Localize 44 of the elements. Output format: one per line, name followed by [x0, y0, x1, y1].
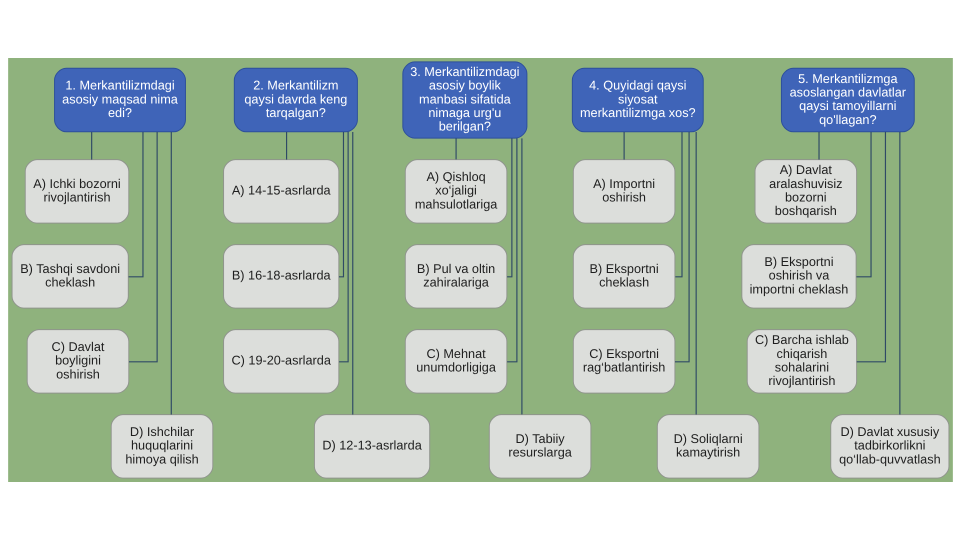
connector: [856, 132, 886, 362]
connector: [696, 132, 697, 414]
node-box: B) Tashqi savdoni cheklash: [12, 244, 129, 309]
connector: [521, 138, 522, 414]
node-box: C) Mehnat unumdorligiga: [404, 329, 508, 394]
connector: [129, 132, 158, 362]
node-box: A) Importni oshirish: [572, 159, 676, 224]
connector: [339, 132, 349, 362]
connector: [456, 138, 457, 160]
node-box: D) Ishchilar huquqlarini himoya qilish: [110, 414, 214, 479]
connector: [899, 132, 900, 414]
connector: [91, 132, 92, 160]
node-box: 5. Merkantilizmga asoslangan davlatlar qaysi tamoyillarni qo'llagan?: [780, 68, 915, 132]
node-box: C) Davlat boyligini oshirish: [26, 329, 130, 394]
node-box: D) Davlat xususiy tadbirkorlikni qo‘llab-quvvatlash: [830, 414, 950, 479]
node-box: C) Barcha ishlab chiqarish sohalarini rivojlantirish: [746, 329, 858, 394]
node-box: 3. Merkantilizmdagi asosiy boylik manbasi sifatida nimaga urg'u berilgan?: [402, 61, 528, 139]
connector: [339, 132, 344, 278]
connector: [507, 138, 518, 362]
node-box: 1. Merkantilizmdagi asosiy maqsad nima edi?: [54, 68, 186, 132]
node-box: D) 12-13-asrlarda: [314, 414, 430, 479]
node-box: 4. Quyidagi qaysi siyosat merkantilizmga xos?: [572, 68, 704, 132]
connector: [624, 132, 625, 160]
node-box: B) Eksportni oshirish va importni cheklash: [741, 244, 857, 309]
connector: [675, 132, 683, 278]
connector: [170, 132, 172, 414]
node-box: A) Ichki bozorni rivojlantirish: [24, 159, 130, 224]
connector: [286, 132, 288, 160]
node-box: D) Soliqlarni kamaytirish: [656, 414, 760, 479]
node-box: A) Qishloq xo‘jaligi mahsulotlariga: [404, 159, 508, 224]
node-box: D) Tabiiy resurslarga: [488, 414, 592, 479]
node-box: B) Eksportni cheklash: [572, 244, 676, 309]
connector: [507, 138, 512, 278]
node-box: C) Eksportni rag‘batlantirish: [572, 329, 676, 394]
node-box: A) Davlat aralashuvisiz bozorni boshqarish: [754, 159, 858, 224]
node-box: A) 14-15-asrlarda: [223, 159, 340, 224]
connector: [352, 132, 354, 414]
node-box: C) 19-20-asrlarda: [223, 329, 340, 394]
connector: [856, 132, 872, 278]
connector: [674, 132, 690, 362]
connector: [818, 132, 820, 160]
node-box: 2. Merkantilizm qaysi davrda keng tarqalgan?: [234, 68, 358, 132]
node-box: B) Pul va oltin zahiralariga: [404, 244, 508, 309]
node-box: B) 16-18-asrlarda: [223, 244, 340, 309]
